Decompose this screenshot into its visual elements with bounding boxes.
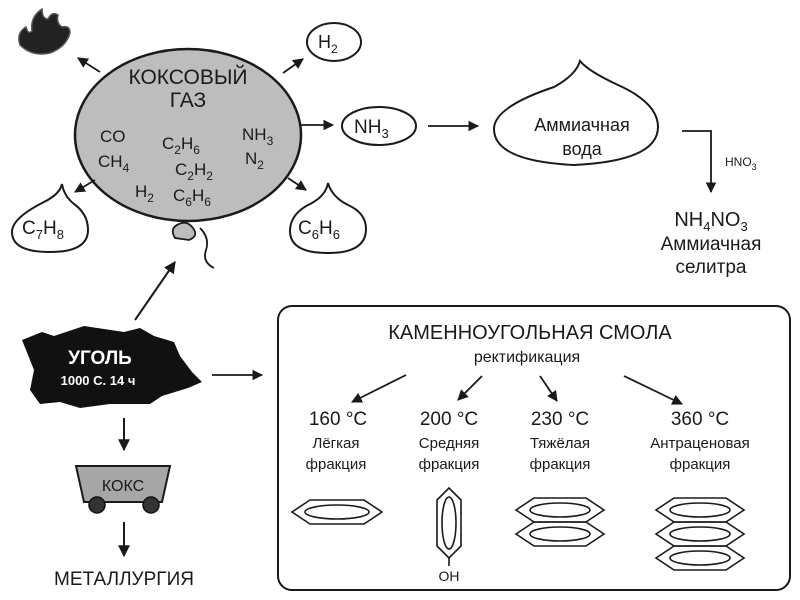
arrow-to-fraction-2 xyxy=(457,375,483,401)
svg-text:селитра: селитра xyxy=(676,257,747,278)
naphthalene-structure-icon xyxy=(514,497,606,547)
svg-text:NH4NO3: NH4NO3 xyxy=(674,209,747,234)
balloon-string-icon xyxy=(199,227,215,269)
coke-gas-title-2: ГАЗ xyxy=(170,89,206,112)
coal-lump: УГОЛЬ 1000 С. 14 ч xyxy=(22,326,202,408)
phenol-structure-icon xyxy=(436,486,462,566)
arrow-to-h2 xyxy=(282,58,304,74)
balloon-knot-icon xyxy=(171,221,197,241)
product-c6h6: C6H6 xyxy=(288,182,368,255)
coke-gas-balloon: КОКСОВЫЙ ГАЗ CO C2H6 NH3 CH4 C2H2 N2 H2 … xyxy=(73,47,303,269)
svg-text:фракция: фракция xyxy=(306,456,367,473)
svg-text:вода: вода xyxy=(562,139,602,159)
arrow-to-c7h8 xyxy=(74,179,96,193)
svg-text:200 °С: 200 °С xyxy=(420,409,478,430)
tar-title: КАМЕННОУГОЛЬНАЯ СМОЛА xyxy=(388,322,672,344)
coke-gas-title: КОКСОВЫЙ xyxy=(128,65,247,89)
svg-text:Аммиачная: Аммиачная xyxy=(661,234,762,255)
product-nh3: NH3 xyxy=(341,106,417,146)
svg-text:фракция: фракция xyxy=(670,456,731,473)
product-c7h8: C7H8 xyxy=(10,183,90,254)
arrow-coal-to-gas xyxy=(134,261,176,321)
arrow-to-fraction-4 xyxy=(623,375,683,405)
svg-text:Тяжёлая: Тяжёлая xyxy=(530,435,590,452)
svg-text:Аммиачная: Аммиачная xyxy=(534,115,630,135)
svg-text:230 °С: 230 °С xyxy=(531,409,589,430)
gas-c2h2: C2H2 xyxy=(175,160,213,183)
arrow-to-ammonium-nitrate xyxy=(682,130,717,194)
arrow-to-fraction-1 xyxy=(351,374,407,403)
fraction-heavy: 230 °С Тяжёлая фракция xyxy=(530,409,591,473)
ammonia-water-drop: Аммиачная вода xyxy=(492,58,660,167)
svg-text:фракция: фракция xyxy=(530,456,591,473)
svg-text:H2: H2 xyxy=(318,32,338,56)
svg-text:C7H8: C7H8 xyxy=(22,218,64,242)
gas-ch4: CH4 xyxy=(98,152,130,175)
product-h2: H2 xyxy=(306,22,362,62)
svg-text:160 °С: 160 °С xyxy=(309,409,367,430)
gas-c2h6: C2H6 xyxy=(162,134,200,157)
svg-text:фракция: фракция xyxy=(419,456,480,473)
gas-c6h6: C6H6 xyxy=(173,186,211,209)
svg-text:Антраценовая: Антраценовая xyxy=(650,435,750,452)
gas-co: CO xyxy=(100,127,126,146)
fraction-middle: 200 °С Средняя фракция xyxy=(419,409,480,473)
gas-n2: N2 xyxy=(245,149,264,172)
flame-icon xyxy=(18,7,71,55)
svg-text:1000 С. 14 ч: 1000 С. 14 ч xyxy=(61,373,136,388)
arrow-to-c6h6 xyxy=(287,177,307,191)
anthracene-structure-icon xyxy=(654,497,746,571)
svg-text:УГОЛЬ: УГОЛЬ xyxy=(68,348,132,369)
arrow-to-flame xyxy=(77,57,101,73)
svg-text:NH3: NH3 xyxy=(354,117,389,141)
arrow-to-fraction-3 xyxy=(539,375,558,402)
svg-text:КОКС: КОКС xyxy=(102,478,144,495)
phenol-oh-group: OH xyxy=(439,568,460,584)
metallurgy-label: МЕТАЛЛУРГИЯ xyxy=(54,569,194,590)
fraction-light: 160 °С Лёгкая фракция xyxy=(306,409,368,473)
ammonium-nitrate: NH4NO3 Аммиачная селитра xyxy=(661,209,762,278)
fraction-anthracene: 360 °С Антраценовая фракция xyxy=(650,409,750,473)
svg-text:Средняя: Средняя xyxy=(419,435,479,452)
svg-text:360 °С: 360 °С xyxy=(671,409,729,430)
benzene-structure-icon xyxy=(290,499,384,525)
coke-cart-icon: КОКС xyxy=(74,465,172,514)
svg-text:C6H6: C6H6 xyxy=(298,218,340,242)
svg-text:Лёгкая: Лёгкая xyxy=(312,435,359,452)
gas-nh3: NH3 xyxy=(242,125,274,148)
coal-tar-box: КАМЕННОУГОЛЬНАЯ СМОЛА ректификация 160 °… xyxy=(277,305,791,591)
gas-h2: H2 xyxy=(135,182,154,205)
tar-process: ректификация xyxy=(474,349,580,366)
reagent-hno3: HNO3 xyxy=(725,155,757,172)
